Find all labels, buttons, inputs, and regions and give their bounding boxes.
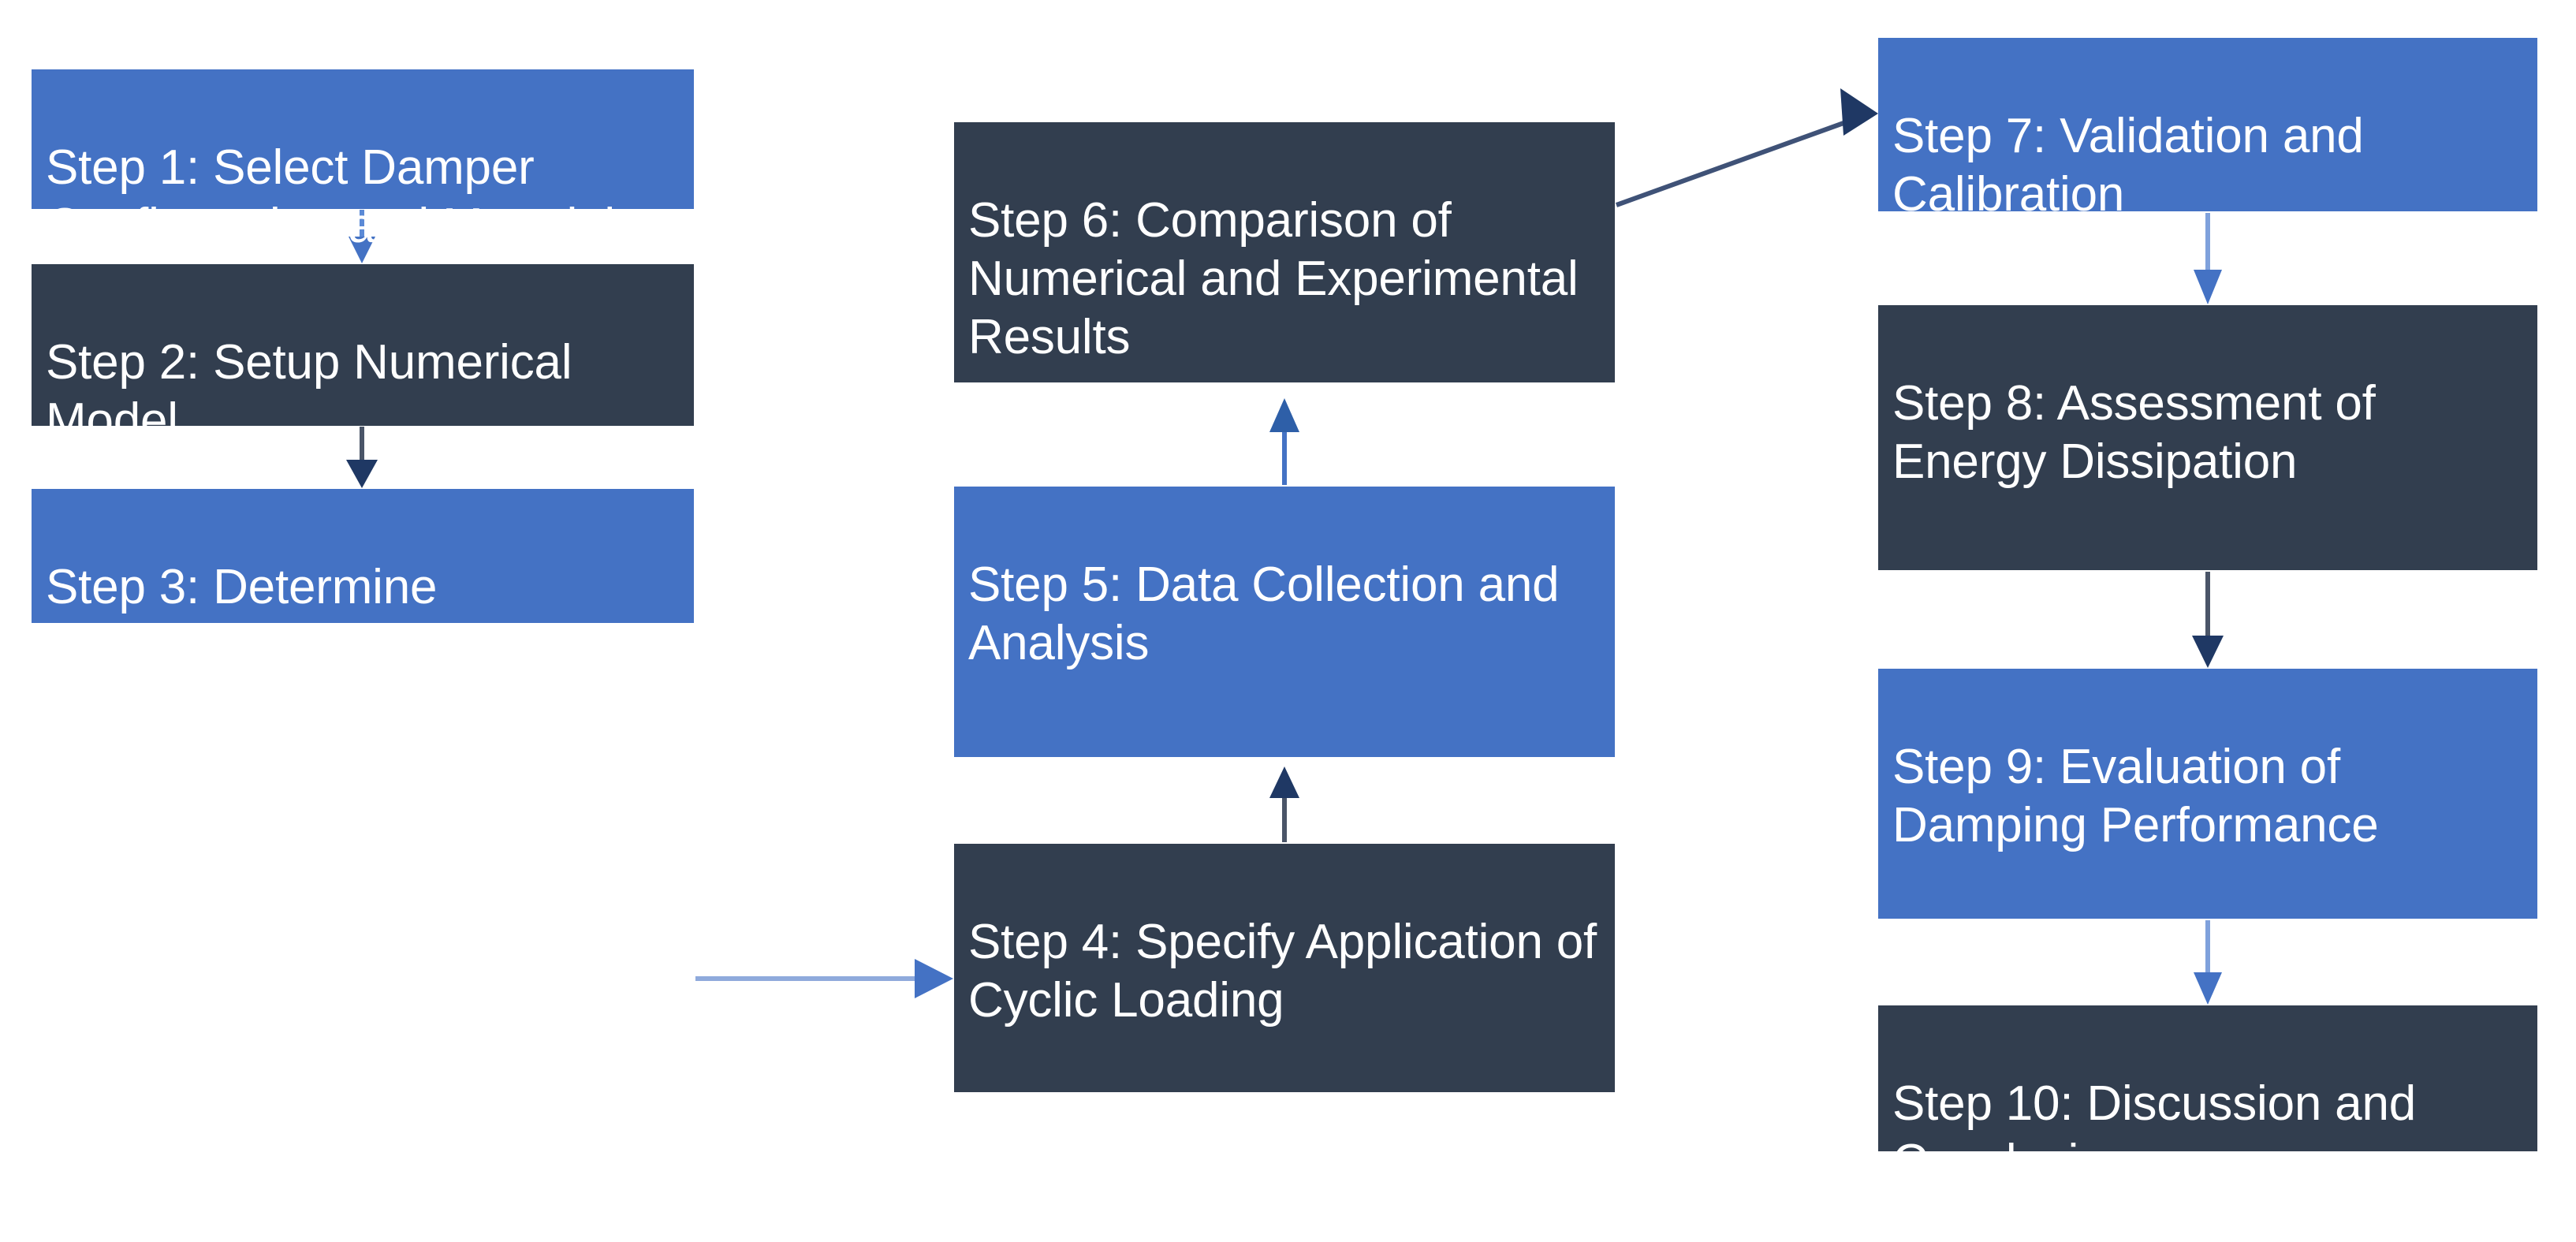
node-step-6-label: Step 6: Comparison of Numerical and Expe… xyxy=(968,193,1579,364)
node-step-10[interactable]: Step 10: Discussion and Conclusion xyxy=(1878,1005,2537,1189)
arrow-step6-to-step7 xyxy=(1615,88,1878,207)
node-step-5-label: Step 5: Data Collection and Analysis xyxy=(968,558,1560,670)
node-step-2[interactable]: Step 2: Setup Numerical Model xyxy=(32,264,694,448)
node-step-4[interactable]: Step 4: Specify Application of Cyclic Lo… xyxy=(954,844,1615,1092)
node-step-7-label: Step 7: Validation and Calibration xyxy=(1892,109,2364,222)
arrow-step9-to-step10 xyxy=(2194,920,2222,1005)
node-step-6[interactable]: Step 6: Comparison of Numerical and Expe… xyxy=(954,122,1615,382)
node-step-10-label: Step 10: Discussion and Conclusion xyxy=(1892,1076,2417,1189)
node-step-3-label: Step 3: Determine Experimental Setup and… xyxy=(46,560,565,731)
arrow-step8-to-step9 xyxy=(2192,572,2224,668)
node-step-1-label: Step 1: Select Damper Configuration and … xyxy=(46,140,615,253)
node-step-5[interactable]: Step 5: Data Collection and Analysis xyxy=(954,487,1615,757)
node-step-2-label: Step 2: Setup Numerical Model xyxy=(46,335,572,448)
node-step-8[interactable]: Step 8: Assessment of Energy Dissipation xyxy=(1878,305,2537,570)
node-step-7[interactable]: Step 7: Validation and Calibration xyxy=(1878,38,2537,222)
node-step-9-label: Step 9: Evaluation of Damping Performanc… xyxy=(1892,740,2379,852)
node-step-4-label: Step 4: Specify Application of Cyclic Lo… xyxy=(968,915,1597,1028)
node-step-8-label: Step 8: Assessment of Energy Dissipation xyxy=(1892,376,2376,489)
arrow-step4-to-step5 xyxy=(1269,766,1299,842)
node-step-1[interactable]: Step 1: Select Damper Configuration and … xyxy=(32,69,694,253)
node-step-3[interactable]: Step 3: Determine Experimental Setup and… xyxy=(32,489,694,731)
arrow-step3-to-step4 xyxy=(695,959,953,998)
node-step-9[interactable]: Step 9: Evaluation of Damping Performanc… xyxy=(1878,669,2537,919)
